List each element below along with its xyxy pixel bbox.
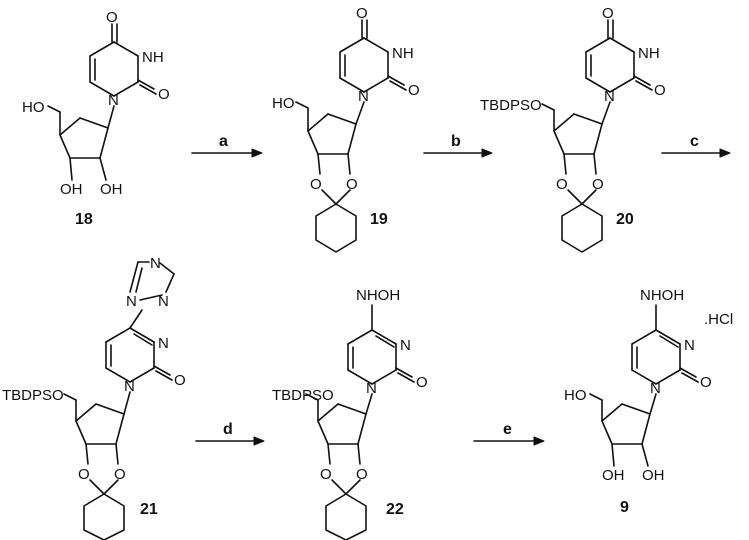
atom-n: N <box>650 380 661 397</box>
atom-o: O <box>174 372 186 389</box>
atom-o: O <box>114 466 126 483</box>
atom-oh: OH <box>60 181 83 198</box>
atom-o: O <box>592 176 604 193</box>
compound-22: NHOH N O N TBDPSO O O 22 <box>272 287 428 540</box>
reagent-label: a <box>219 133 228 150</box>
atom-o: O <box>356 466 368 483</box>
atom-n: N <box>604 88 615 105</box>
atom-n: N <box>158 293 169 310</box>
atom-o: O <box>106 9 118 26</box>
atom-o: O <box>158 86 170 103</box>
atom-n: N <box>126 293 137 310</box>
compound-number: 20 <box>616 211 634 228</box>
atom-o: O <box>556 176 568 193</box>
atom-n: N <box>150 255 161 272</box>
compound-19: O NH O N HO O O 19 <box>272 5 420 253</box>
atom-tbdpso: TBDPSO <box>480 97 542 114</box>
reaction-arrow-d: d <box>195 421 265 446</box>
atom-n: N <box>684 337 695 354</box>
atom-o: O <box>602 5 614 22</box>
compound-18: O NH O N HO OH OH 18 <box>22 9 170 228</box>
atom-nh: NH <box>142 49 164 66</box>
reagent-label: b <box>451 133 461 150</box>
compound-number: 18 <box>75 211 93 228</box>
reaction-arrow-a: a <box>191 133 263 158</box>
compound-number: 19 <box>370 211 388 228</box>
atom-n: N <box>400 337 411 354</box>
reaction-arrow-e: e <box>473 421 545 446</box>
compound-number: 22 <box>386 501 404 518</box>
atom-o: O <box>346 176 358 193</box>
compound-number: 21 <box>140 501 158 518</box>
atom-o: O <box>416 374 428 391</box>
atom-oh: OH <box>642 467 665 484</box>
compound-21: N N N N O N TBDPSO O O <box>2 255 186 540</box>
reagent-label: e <box>503 421 512 438</box>
atom-ho: HO <box>272 95 295 112</box>
atom-o: O <box>408 82 420 99</box>
reaction-arrow-b: b <box>423 133 493 158</box>
atom-nhoh: NHOH <box>640 287 684 304</box>
atom-o: O <box>320 466 332 483</box>
atom-nh: NH <box>638 45 660 62</box>
atom-n: N <box>158 335 169 352</box>
atom-o: O <box>356 5 368 22</box>
atom-ho: HO <box>564 387 587 404</box>
atom-o: O <box>654 82 666 99</box>
atom-n: N <box>358 88 369 105</box>
reaction-arrow-c: c <box>661 133 731 158</box>
atom-o: O <box>310 176 322 193</box>
atom-tbdpso: TBDPSO <box>2 387 64 404</box>
compound-9: NHOH .HCl N O N HO OH OH 9 <box>564 287 733 516</box>
salt-label: .HCl <box>704 311 733 328</box>
atom-n: N <box>366 380 377 397</box>
reagent-label: d <box>223 421 233 438</box>
compound-number: 9 <box>620 499 629 516</box>
atom-nhoh: NHOH <box>356 287 400 304</box>
reagent-label: c <box>690 133 699 150</box>
atom-n: N <box>108 92 119 109</box>
atom-n: N <box>124 378 135 395</box>
atom-oh: OH <box>100 181 123 198</box>
atom-oh: OH <box>602 467 625 484</box>
atom-nh: NH <box>392 45 414 62</box>
atom-o: O <box>700 374 712 391</box>
compound-20: O NH O N TBDPSO O O 20 <box>480 5 666 253</box>
atom-ho: HO <box>22 99 45 116</box>
atom-tbdpso: TBDPSO <box>272 387 334 404</box>
atom-o: O <box>78 466 90 483</box>
